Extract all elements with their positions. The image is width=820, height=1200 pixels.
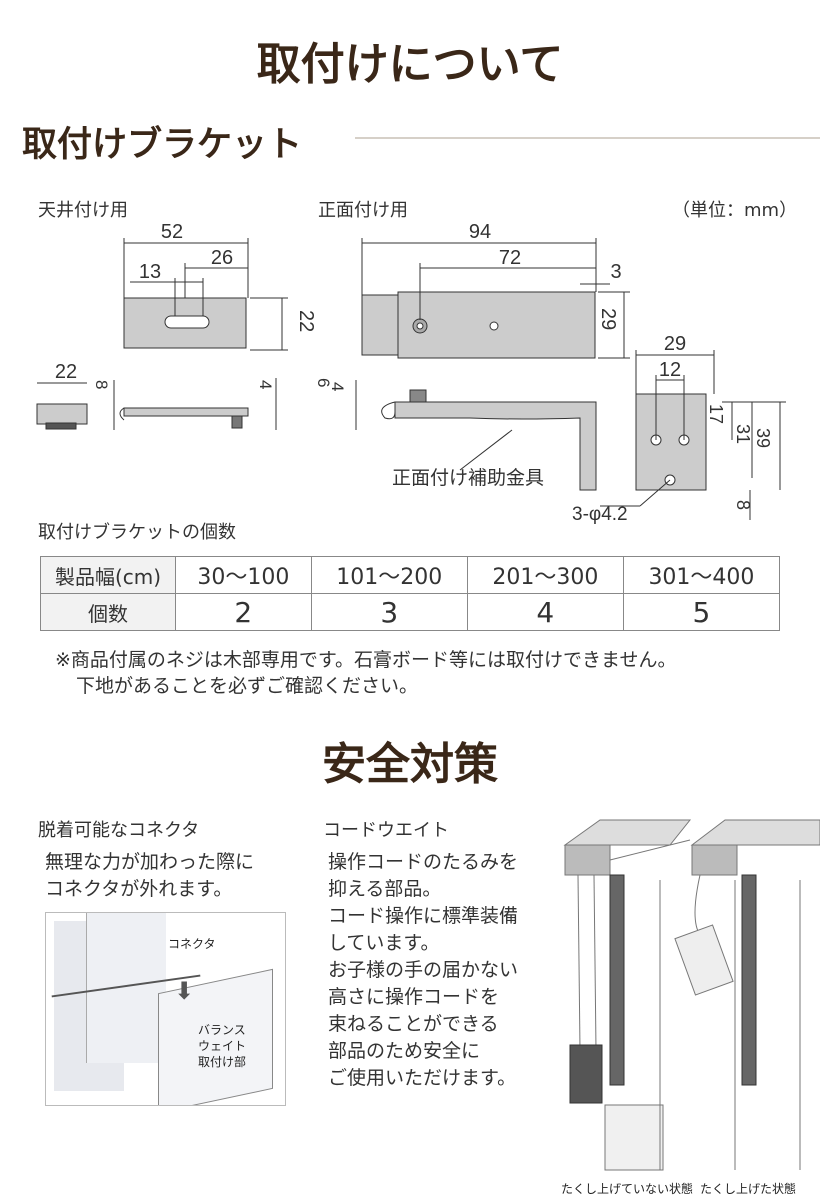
dim-12: 12: [659, 359, 681, 381]
page-title: 取付けについて: [256, 39, 564, 90]
heading-divider: [355, 137, 820, 139]
dim-26: 26: [211, 247, 233, 269]
bracket-count-table: 製品幅(cm) 30〜100 101〜200 201〜300 301〜400 個…: [40, 556, 781, 631]
cord-desc: 操作コードのたるみを: [328, 851, 519, 873]
table-row: 個数 2 3 4 5: [40, 593, 781, 631]
table-cell: 3: [310, 593, 468, 631]
dim-94: 94: [469, 221, 491, 243]
dim-29-height: 29: [597, 308, 619, 330]
cord-weight-title: コードウエイト: [323, 820, 449, 841]
bracket-heading: 取付けブラケット: [22, 125, 303, 165]
dim-29-side: 29: [664, 333, 686, 355]
cord-desc: ご使用いただけます。: [328, 1067, 517, 1089]
dim-8-foot: 8: [92, 380, 111, 389]
dim-17: 17: [706, 404, 726, 424]
connector-desc: コネクタが外れます。: [45, 878, 233, 900]
hole-spec: 3-φ4.2: [572, 504, 628, 525]
count-heading: 取付けブラケットの個数: [38, 522, 236, 543]
front-label: 正面付け用: [318, 200, 408, 221]
weight-label: 取付け部: [198, 1055, 247, 1069]
weight-label: バランス: [198, 1023, 246, 1037]
aux-bracket-label: 正面付け補助金具: [392, 467, 544, 489]
dim-22-depth: 22: [295, 310, 317, 332]
table-header: 30〜100: [175, 556, 312, 594]
cord-desc: 高さに操作コードを: [328, 986, 500, 1008]
dim-22-foot: 22: [55, 361, 77, 383]
dim-3: 3: [610, 261, 621, 283]
table-header: 301〜400: [622, 556, 781, 594]
cord-desc: お子様の手の届かない: [328, 959, 519, 981]
dim-39: 39: [753, 428, 773, 448]
connector-label: コネクタ: [168, 937, 216, 951]
table-cell: 個数: [40, 593, 176, 631]
table-cell: 2: [175, 593, 312, 631]
note-line: 下地があることを必ずご確認ください。: [76, 675, 419, 697]
table-header: 101〜200: [310, 556, 468, 594]
table-cell: 4: [466, 593, 624, 631]
cord-desc: コード操作に標準装備: [328, 905, 519, 927]
dim-31: 31: [733, 424, 753, 444]
dim-13: 13: [139, 261, 161, 283]
bracket-diagrams: 52 26 13 22 22 8 4 94 72 3 29 6 4 29 12 …: [36, 221, 786, 525]
cord-desc: しています。: [328, 932, 440, 954]
cord-desc: 部品のため安全に: [328, 1040, 481, 1062]
caption-not-tucked: たくし上げていない状態: [561, 1182, 694, 1196]
note-line: ※商品付属のネジは木部専用です。石膏ボード等には取付けできません。: [55, 649, 677, 671]
weight-label: ウェイト: [198, 1039, 247, 1053]
dim-52: 52: [161, 221, 183, 243]
dim-4-lip: 4: [256, 380, 275, 389]
connector-illustration: ⬇ コネクタ バランス ウェイト 取付け部: [45, 912, 286, 1106]
table-header: 製品幅(cm): [40, 556, 176, 594]
connector-title: 脱着可能なコネクタ: [38, 820, 200, 841]
safety-heading: 安全対策: [322, 739, 498, 790]
dim-8: 8: [733, 500, 753, 510]
cord-desc: 抑える部品。: [328, 878, 442, 900]
unit-label: （単位：mm）: [672, 200, 798, 221]
down-arrow-icon: ⬇: [174, 977, 195, 1005]
cord-desc: 束ねることができる: [328, 1013, 499, 1035]
dim-4: 4: [328, 382, 347, 391]
connector-desc: 無理な力が加わった際に: [45, 851, 255, 873]
table-cell: 5: [622, 593, 781, 631]
table-header: 201〜300: [466, 556, 624, 594]
ceiling-label: 天井付け用: [38, 200, 128, 221]
dim-72: 72: [499, 247, 521, 269]
caption-tucked: たくし上げた状態: [700, 1182, 797, 1196]
table-row: 製品幅(cm) 30〜100 101〜200 201〜300 301〜400: [40, 556, 781, 594]
dim-6: 6: [314, 378, 333, 387]
